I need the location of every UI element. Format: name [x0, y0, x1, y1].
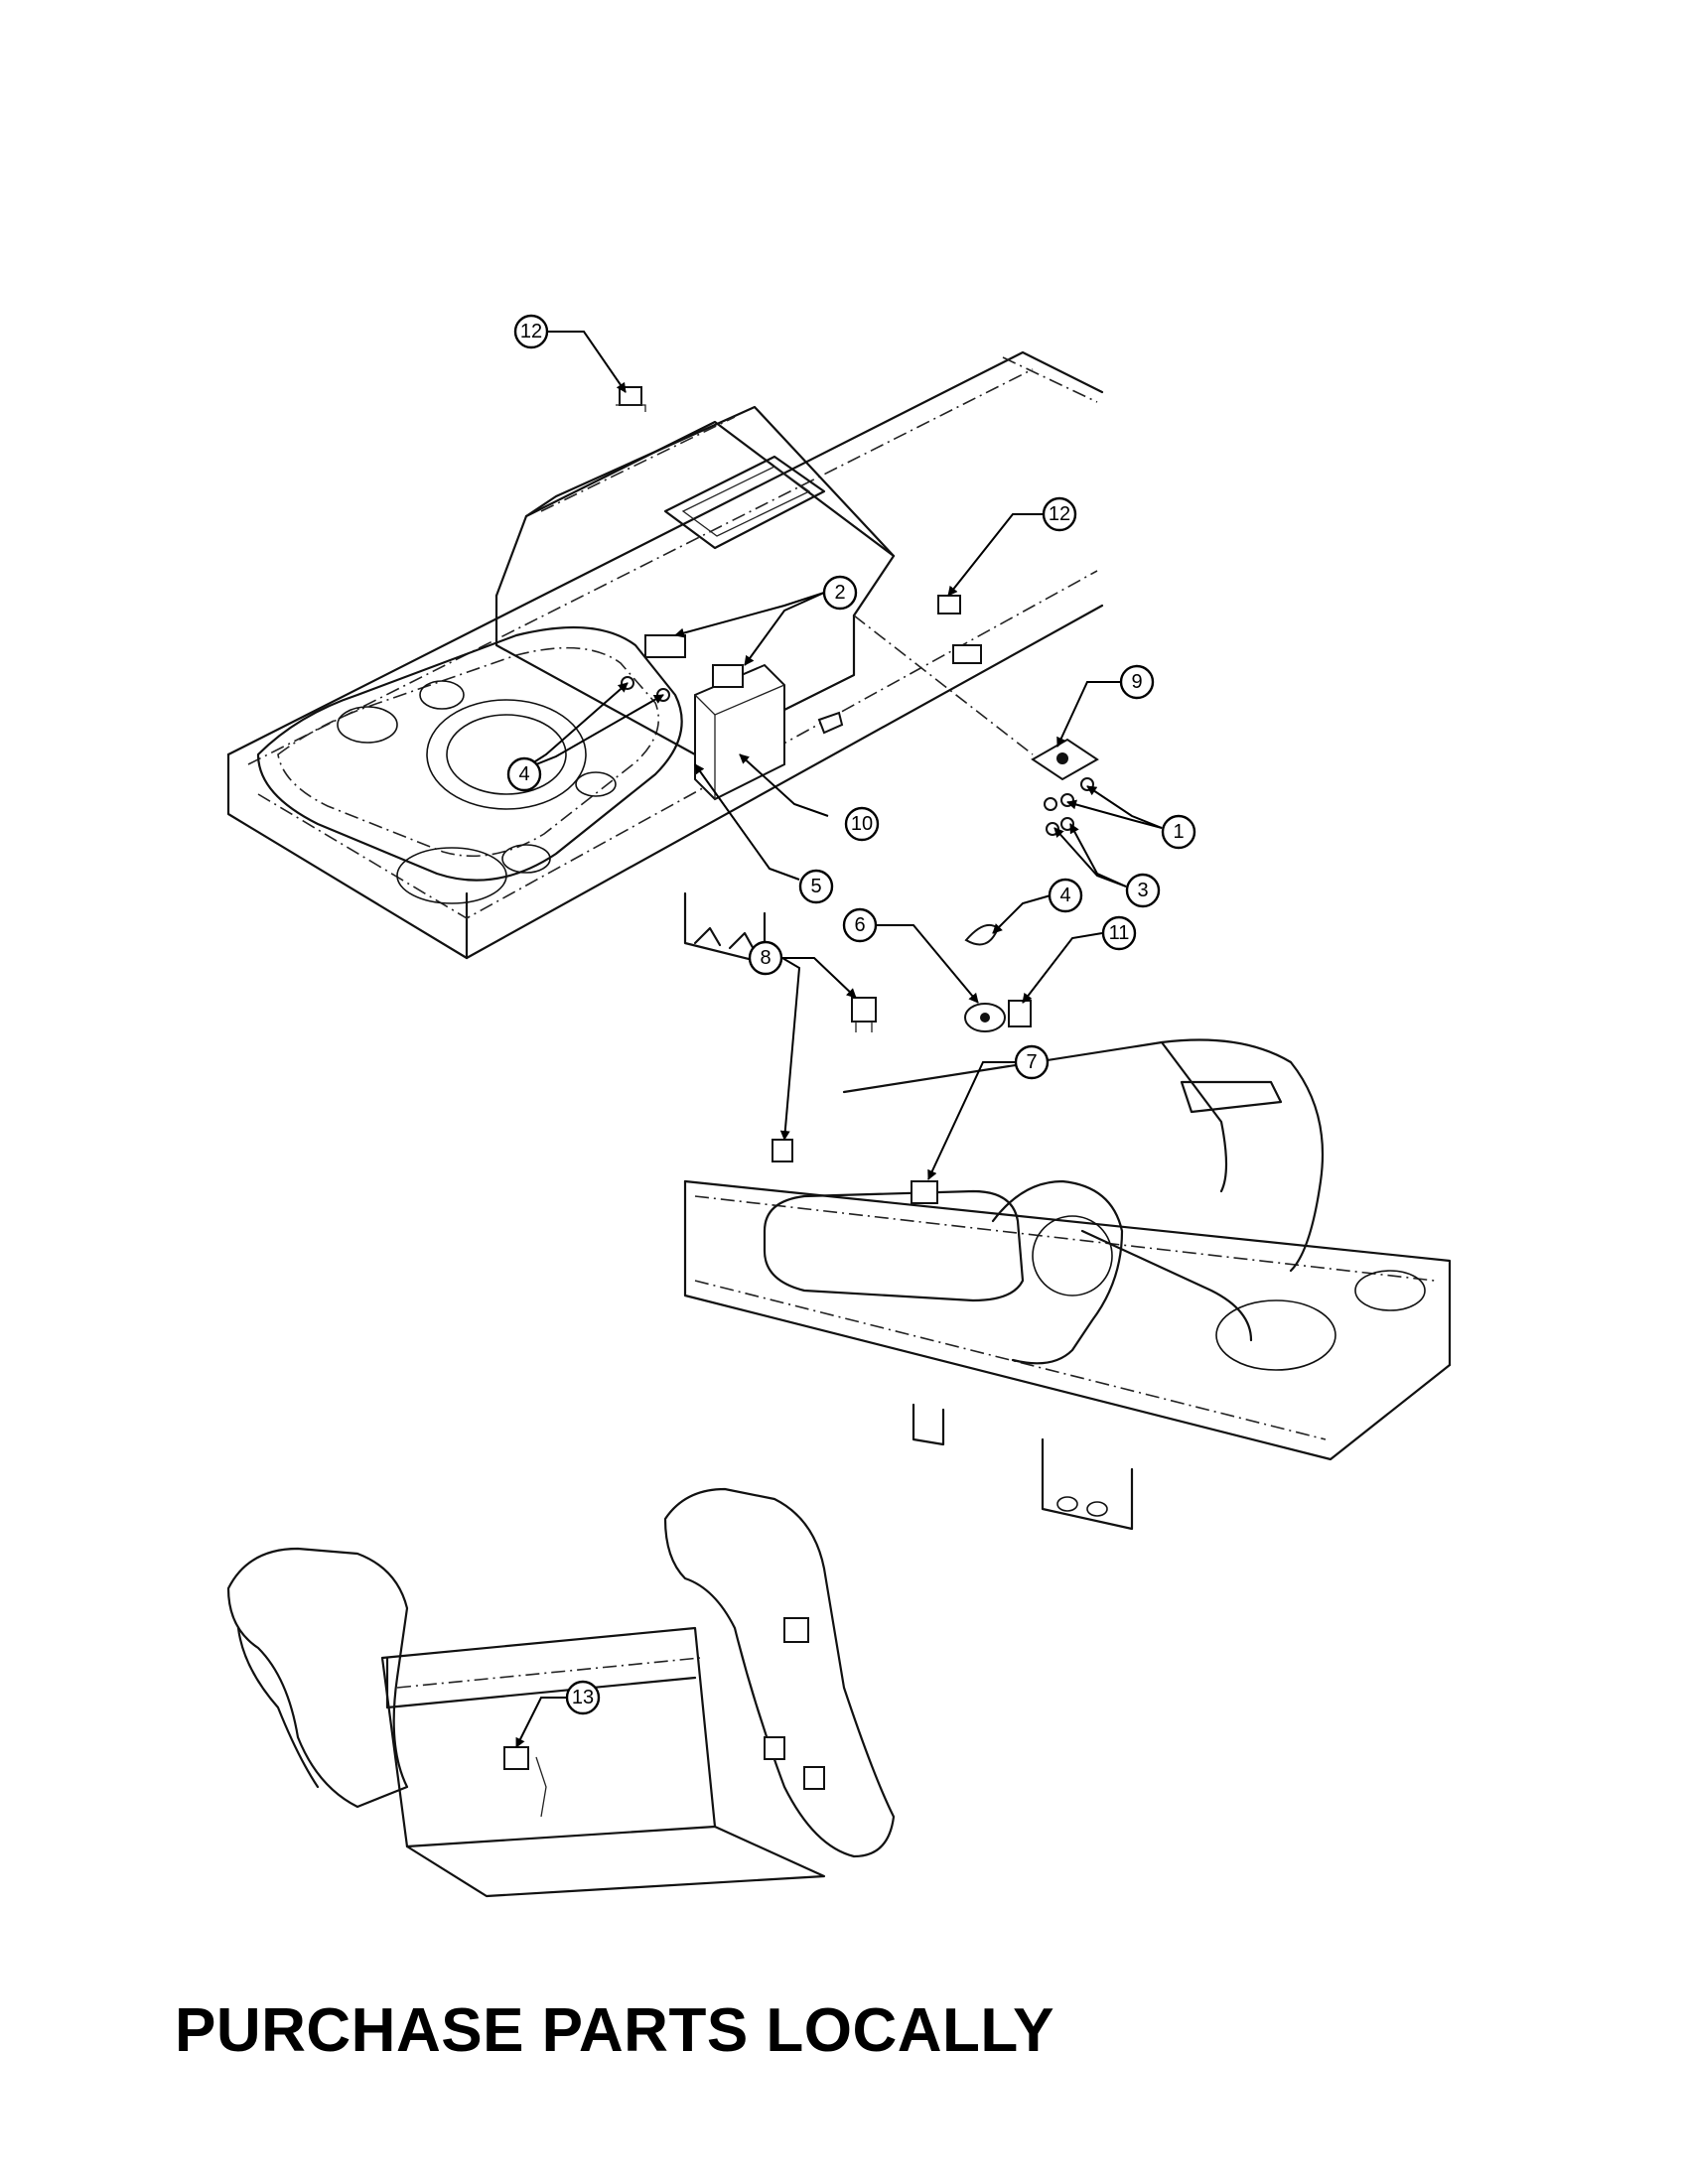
callout-12-top: 12: [520, 321, 542, 342]
callout-circle: [844, 806, 880, 842]
frame-top-assembly: [226, 350, 1104, 965]
callout-circle: [798, 869, 834, 904]
seat-base-assembly: [226, 1487, 896, 1898]
callout-13: 13: [572, 1687, 594, 1708]
callout-5: 5: [810, 876, 821, 897]
callout-circle: [1042, 496, 1077, 532]
callout-circle: [822, 575, 858, 611]
callout-circle: [513, 314, 549, 349]
callout-circle: [506, 756, 542, 792]
callout-circle: [1161, 814, 1196, 850]
frame-middle-assembly: [683, 924, 1452, 1531]
callout-circle: [842, 907, 878, 943]
callout-9: 9: [1131, 671, 1142, 693]
callout-10: 10: [851, 813, 873, 835]
callout-circle: [1119, 664, 1155, 700]
callout-circle: [565, 1680, 601, 1715]
callout-8: 8: [760, 947, 771, 969]
callout-circle: [1101, 915, 1137, 951]
callout-7: 7: [1026, 1051, 1037, 1073]
callout-circle: [1048, 878, 1083, 913]
callout-11: 11: [1109, 922, 1130, 944]
callout-6: 6: [854, 914, 865, 936]
callout-4-middle: 4: [1059, 885, 1070, 906]
callout-12-right: 12: [1049, 503, 1070, 525]
callout-3: 3: [1137, 880, 1148, 901]
purchase-parts-locally-note: PURCHASE PARTS LOCALLY: [175, 1996, 1054, 2065]
callout-4-top: 4: [518, 763, 529, 785]
callout-circle: [748, 940, 783, 976]
callouts: 12 12 2 9 4 10 1 5 3 4 6 11 8 7 13: [506, 314, 1196, 1748]
callout-1: 1: [1173, 821, 1184, 843]
callout-circle: [1014, 1044, 1050, 1080]
callout-circle: [1125, 873, 1161, 908]
callout-2: 2: [834, 582, 845, 604]
